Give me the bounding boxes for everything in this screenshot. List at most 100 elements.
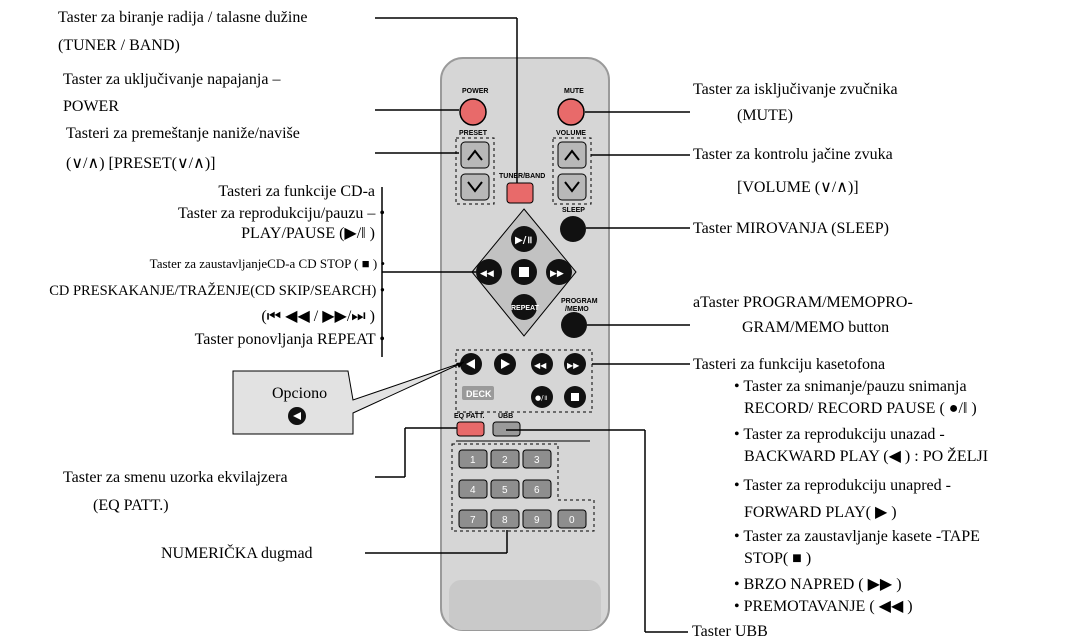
svg-text:◀◀: ◀◀ <box>534 361 547 370</box>
tape-ff-label: • BRZO NAPRED ( ▶▶ ) <box>734 576 902 593</box>
tuner-band-button[interactable] <box>506 182 534 204</box>
tape-header-label: Tasteri za funkciju kasetofona <box>693 356 886 373</box>
digit-button-5[interactable]: 5 <box>490 479 520 499</box>
digit-button-8[interactable]: 8 <box>490 509 520 529</box>
tape-forward-label-line1: • Taster za reprodukciju unapred - <box>734 477 951 494</box>
tape-forward-label-line2: FORWARD PLAY( ▶ ) <box>744 504 897 521</box>
power-label-line2: POWER <box>63 98 119 115</box>
svg-text:◀◀: ◀◀ <box>480 269 494 279</box>
volume-up-button[interactable] <box>557 141 587 169</box>
ubb-button[interactable] <box>492 421 521 437</box>
tape-record-pause-button[interactable]: ●/॥ <box>531 386 553 408</box>
ubb-label: Taster UBB <box>692 623 768 640</box>
tape-rew-label: • PREMOTAVANJE ( ◀◀ ) <box>734 598 913 615</box>
volume-down-button[interactable] <box>557 173 587 201</box>
program-label-line2: GRAM/MEMO button <box>742 319 890 336</box>
eq-label-line2: (EQ PATT.) <box>93 497 169 514</box>
cd-skip-forward-button[interactable]: ▶▶ <box>546 259 572 285</box>
tape-fast-forward-button[interactable]: ▶▶ <box>564 353 586 375</box>
cd-skip-icons-label: (⏮ ◀◀ / ▶▶/⏭ ) <box>261 308 375 325</box>
tape-rewind-button[interactable]: ◀◀ <box>531 353 553 375</box>
digit-label: 2 <box>502 455 508 466</box>
digit-label: 1 <box>470 455 476 466</box>
tuner-band-key-label: TUNER/BAND <box>499 173 545 180</box>
deck-badge <box>462 386 494 400</box>
digit-button-2[interactable]: 2 <box>490 449 520 469</box>
mute-label-line2: (MUTE) <box>737 107 793 124</box>
svg-text:▶▶: ▶▶ <box>550 269 564 279</box>
cd-skip-label: CD PRESKAKANJE/TRAŽENJE(CD SKIP/SEARCH) … <box>49 283 385 299</box>
cd-play-pause-button[interactable]: ▶/॥ <box>511 226 537 252</box>
mute-key-label: MUTE <box>564 88 584 95</box>
digit-button-9[interactable]: 9 <box>522 509 552 529</box>
tape-forward-play-button[interactable] <box>494 353 516 375</box>
digit-label: 3 <box>534 455 540 466</box>
cd-repeat-label: Taster ponovljanja REPEAT • <box>194 331 385 348</box>
program-key-label-2: /MEMO <box>565 306 589 313</box>
cd-stop-label: Taster za zaustavljanjeCD-a CD STOP ( ■ … <box>149 256 385 271</box>
volume-label-line1: Taster za kontrolu jačine zvuka <box>693 146 893 163</box>
tape-backward-label-line1: • Taster za reprodukciju unazad - <box>734 426 945 443</box>
digit-label: 5 <box>502 485 508 496</box>
optional-title: Opciono <box>272 385 328 402</box>
power-label-line1: Taster za uključivanje napajanja – <box>63 71 281 88</box>
digit-label: 7 <box>470 515 476 526</box>
digit-label: 6 <box>534 485 540 496</box>
cd-stop-button[interactable] <box>511 259 537 285</box>
tape-stop-label-line1: • Taster za zaustavljanje kasete -TAPE <box>734 528 980 545</box>
digit-label: 9 <box>534 515 540 526</box>
program-key-label-1: PROGRAM <box>561 298 598 305</box>
sleep-label: Taster MIROVANJA (SLEEP) <box>693 220 889 237</box>
volume-key-label: VOLUME <box>556 130 586 137</box>
tape-stop-label-line2: STOP( ■ ) <box>744 550 812 567</box>
svg-text:▶▶: ▶▶ <box>567 361 580 370</box>
program-label-line1: aTaster PROGRAM/MEMOPRO- <box>693 294 913 311</box>
power-key-label: POWER <box>462 88 488 95</box>
power-button[interactable] <box>459 98 487 126</box>
sleep-button[interactable] <box>560 216 586 242</box>
digit-button-3[interactable]: 3 <box>522 449 552 469</box>
repeat-button[interactable] <box>511 294 537 320</box>
repeat-key-label: REPEAT <box>511 305 540 312</box>
eq-patt-button[interactable] <box>456 421 485 437</box>
svg-text:▶/॥: ▶/॥ <box>515 235 532 246</box>
cd-play-label-line2: PLAY/PAUSE (▶/‖ ) <box>241 225 375 242</box>
preset-up-button[interactable] <box>460 141 490 169</box>
cd-skip-back-button[interactable]: ◀◀ <box>476 259 502 285</box>
tape-backward-label-line2: BACKWARD PLAY (◀ ) : PO ŽELJI <box>744 448 989 465</box>
leader-lines <box>365 17 690 633</box>
tape-backward-play-button[interactable] <box>460 353 482 375</box>
digit-label: 0 <box>569 515 575 526</box>
tape-record-label-line2: RECORD/ RECORD PAUSE ( ●/‖ ) <box>744 400 977 417</box>
digit-label: 4 <box>470 485 476 496</box>
preset-key-label: PRESET <box>459 130 488 137</box>
eq-key-label: EQ PATT. <box>454 413 485 420</box>
numeric-label: NUMERIČKA dugmad <box>161 545 313 562</box>
svg-text:●/॥: ●/॥ <box>535 394 548 402</box>
volume-label-line2: [VOLUME (∨/∧)] <box>737 179 859 196</box>
mute-label-line1: Taster za isključivanje zvučnika <box>693 81 898 98</box>
preset-label-line2: (∨/∧) [PRESET(∨/∧)] <box>66 155 216 172</box>
digit-button-6[interactable]: 6 <box>522 479 552 499</box>
deck-label: DECK <box>466 389 492 399</box>
digit-button-4[interactable]: 4 <box>458 479 488 499</box>
ubb-key-label: UBB <box>498 413 513 420</box>
preset-label-line1: Tasteri za premeštanje naniže/naviše <box>66 125 300 142</box>
preset-down-button[interactable] <box>460 173 490 201</box>
eq-label-line1: Taster za smenu uzorka ekvilajzera <box>63 469 288 486</box>
digit-button-0[interactable]: 0 <box>557 509 587 529</box>
tape-record-label-line1: • Taster za snimanje/pauzu snimanja <box>734 378 967 395</box>
digit-button-7[interactable]: 7 <box>458 509 488 529</box>
mute-button[interactable] <box>557 98 585 126</box>
cd-play-label-line1: Taster za reprodukciju/pauzu – • <box>177 205 385 222</box>
cd-header-label: Tasteri za funkcije CD-a <box>218 183 375 200</box>
sleep-key-label: SLEEP <box>562 207 585 214</box>
tuner-band-label-line1: Taster za biranje radija / talasne dužin… <box>58 9 308 26</box>
optional-callout <box>232 361 465 435</box>
tape-stop-button[interactable] <box>564 386 586 408</box>
digit-button-1[interactable]: 1 <box>458 449 488 469</box>
tuner-band-label-line2: (TUNER / BAND) <box>58 37 180 54</box>
digit-label: 8 <box>502 515 508 526</box>
program-memo-button[interactable] <box>561 312 587 338</box>
